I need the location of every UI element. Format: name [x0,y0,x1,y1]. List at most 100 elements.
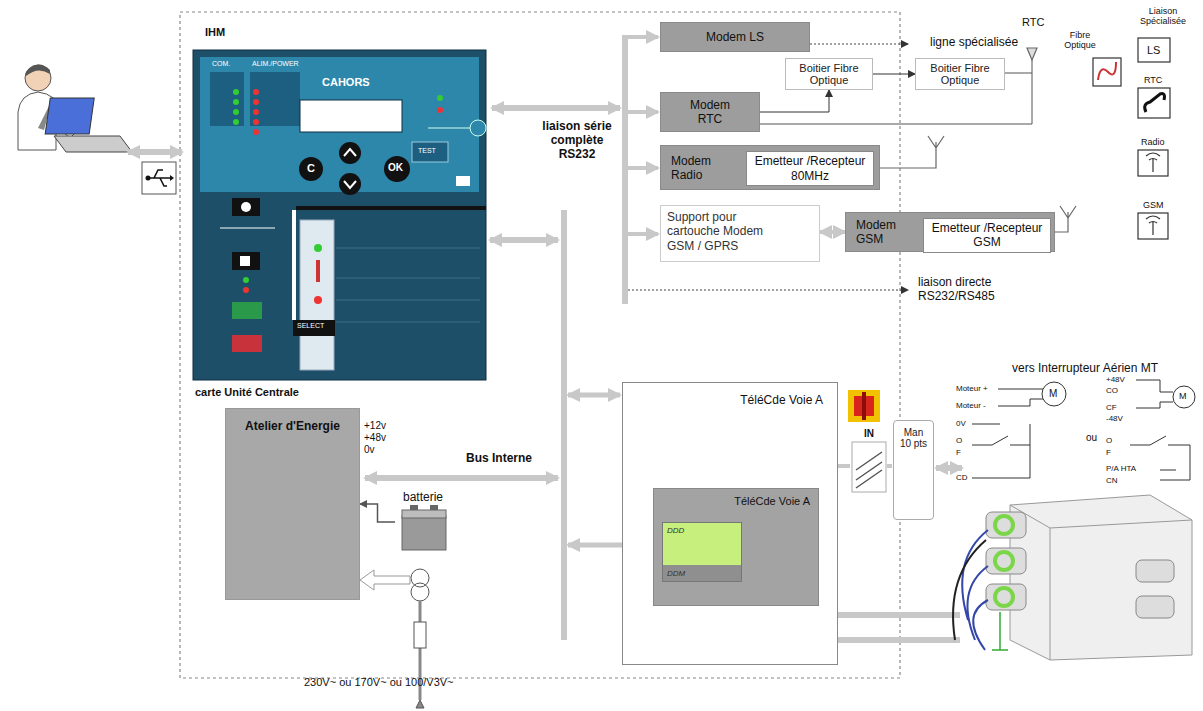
text-label: CO [1106,386,1118,395]
text-group: TéléCde Voie A [734,495,810,507]
operator-figure [18,64,132,152]
text-label: CAHORS [322,76,370,89]
connector [873,74,915,75]
node-text: Emetteur /Recepteur 80MHz [751,154,869,183]
modem-box: Modem GSM Emetteur /Recepteur GSM [845,212,1055,252]
housing-outline [180,12,900,678]
node-text: DDM [667,569,737,578]
link-icons [1093,38,1170,239]
text-label: P/A HTA [1106,464,1136,473]
text-label: M [1049,388,1057,400]
node-text: Boitier Fibre Optique [920,62,1000,86]
text-label: ALIM./POWER [252,60,299,68]
text-label: GSM [1143,200,1164,210]
text-label: +48v [364,432,386,444]
text-label: ou [1086,432,1097,444]
text-group: Support pour cartouche Modem GSM / GPRS [667,210,767,253]
text-label: +12v [364,420,386,432]
text-label: carte Unité Centrale [195,386,299,399]
node-text: Atelier d'Energie [245,419,340,433]
text-label: Radio [1141,137,1165,147]
text-group: Modem GSM [856,218,906,246]
ihm-panel [193,50,486,380]
text-label: C [307,162,315,175]
text-group: batterie [403,490,443,504]
text-group: Modem RTC [680,98,740,126]
text-group: Emetteur /Recepteur GSM [928,221,1046,250]
node-text: TéléCde Voie A [740,393,823,407]
text-label: CF [1106,403,1117,412]
connector [760,90,829,112]
transceiver-box: Emetteur /Recepteur GSM [923,218,1051,253]
io-block: DDD DDM [662,522,742,582]
transceiver-box: Emetteur /Recepteur 80MHz [746,151,874,186]
battery: batterie [395,490,451,554]
text-label: O [956,436,962,445]
control-module: TéléCde Voie A DDD DDM [653,488,819,606]
text-label: Moteur - [956,401,986,410]
text-label: O [1106,436,1112,445]
node-text: Modem LS [706,30,764,44]
control-card: TéléCde Voie A TéléCde Voie A DDD DDM [622,382,838,665]
text-label: liaison série complète RS232 [534,120,620,161]
connector-box: Man 10 pts [893,420,934,520]
bus-lines [365,35,1032,640]
text-label: TEST [418,147,436,155]
text-label: Fibre Optique [1060,30,1100,51]
usb-icon [142,162,176,194]
text-label: RTC [1144,75,1162,85]
text-label: IHM [205,26,225,39]
cartridge-support: Support pour cartouche Modem GSM / GPRS [660,205,820,262]
node-text: Boitier Fibre Optique [790,62,868,86]
text-group: Atelier d'Energie [245,419,340,433]
fiber-box: Boitier Fibre Optique [785,58,873,90]
node-text: Modem GSM [856,218,906,246]
text-label: vers Interrupteur Aérien MT [1012,362,1158,376]
text-group: Boitier Fibre Optique [790,62,868,86]
node-text: DDD [667,526,737,535]
text-label: 230V~ ou 170V~ ou 100/V3V~ [304,676,454,689]
text-group: Man 10 pts [897,427,930,449]
text-label: SELECT [297,322,324,330]
text-label: OK [388,162,403,174]
power-unit: Atelier d'Energie [225,408,360,600]
node-text: TéléCde Voie A [734,495,810,507]
usb-link [128,149,182,155]
text-label: CD [956,473,968,482]
text-label: IN [864,428,874,440]
text-group: Boitier Fibre Optique [920,62,1000,86]
node-text: batterie [403,490,443,504]
text-group: Emetteur /Recepteur 80MHz [751,154,869,183]
antennas [880,48,1076,232]
text-label: RTC [1022,16,1044,29]
text-label: -48V [1106,414,1123,423]
node-text: Emetteur /Recepteur GSM [928,221,1046,250]
text-label: CN [1106,476,1118,485]
node-text: Modem RTC [680,98,740,126]
text-label: Bus Interne [466,452,532,466]
node-text: Support pour cartouche Modem GSM / GPRS [667,210,767,253]
connector [360,504,395,522]
text-group: Modem Radio [671,154,726,182]
text-label: ligne spécialisée [930,36,1018,50]
fiber-box: Boitier Fibre Optique [915,58,1005,90]
text-label: LS [1147,44,1160,57]
connector [820,230,845,234]
text-label: +48V [1106,375,1125,384]
text-label: 0V [956,419,966,428]
text-label: Moteur + [956,384,988,393]
node-text: Modem Radio [671,154,726,182]
text-label: Liaison Spécialisée [1128,6,1198,27]
modem-box: Modem RTC [660,92,760,132]
text-label: M [1179,391,1187,401]
text-label: F [1106,448,1111,457]
text-label: liaison directe RS232/RS485 [918,276,1028,304]
text-label: 0v [364,444,375,456]
text-group: DDD DDM [667,526,737,578]
text-label: COM. [212,60,230,68]
battery-icon [402,505,446,550]
text-group: Modem LS [706,30,764,44]
